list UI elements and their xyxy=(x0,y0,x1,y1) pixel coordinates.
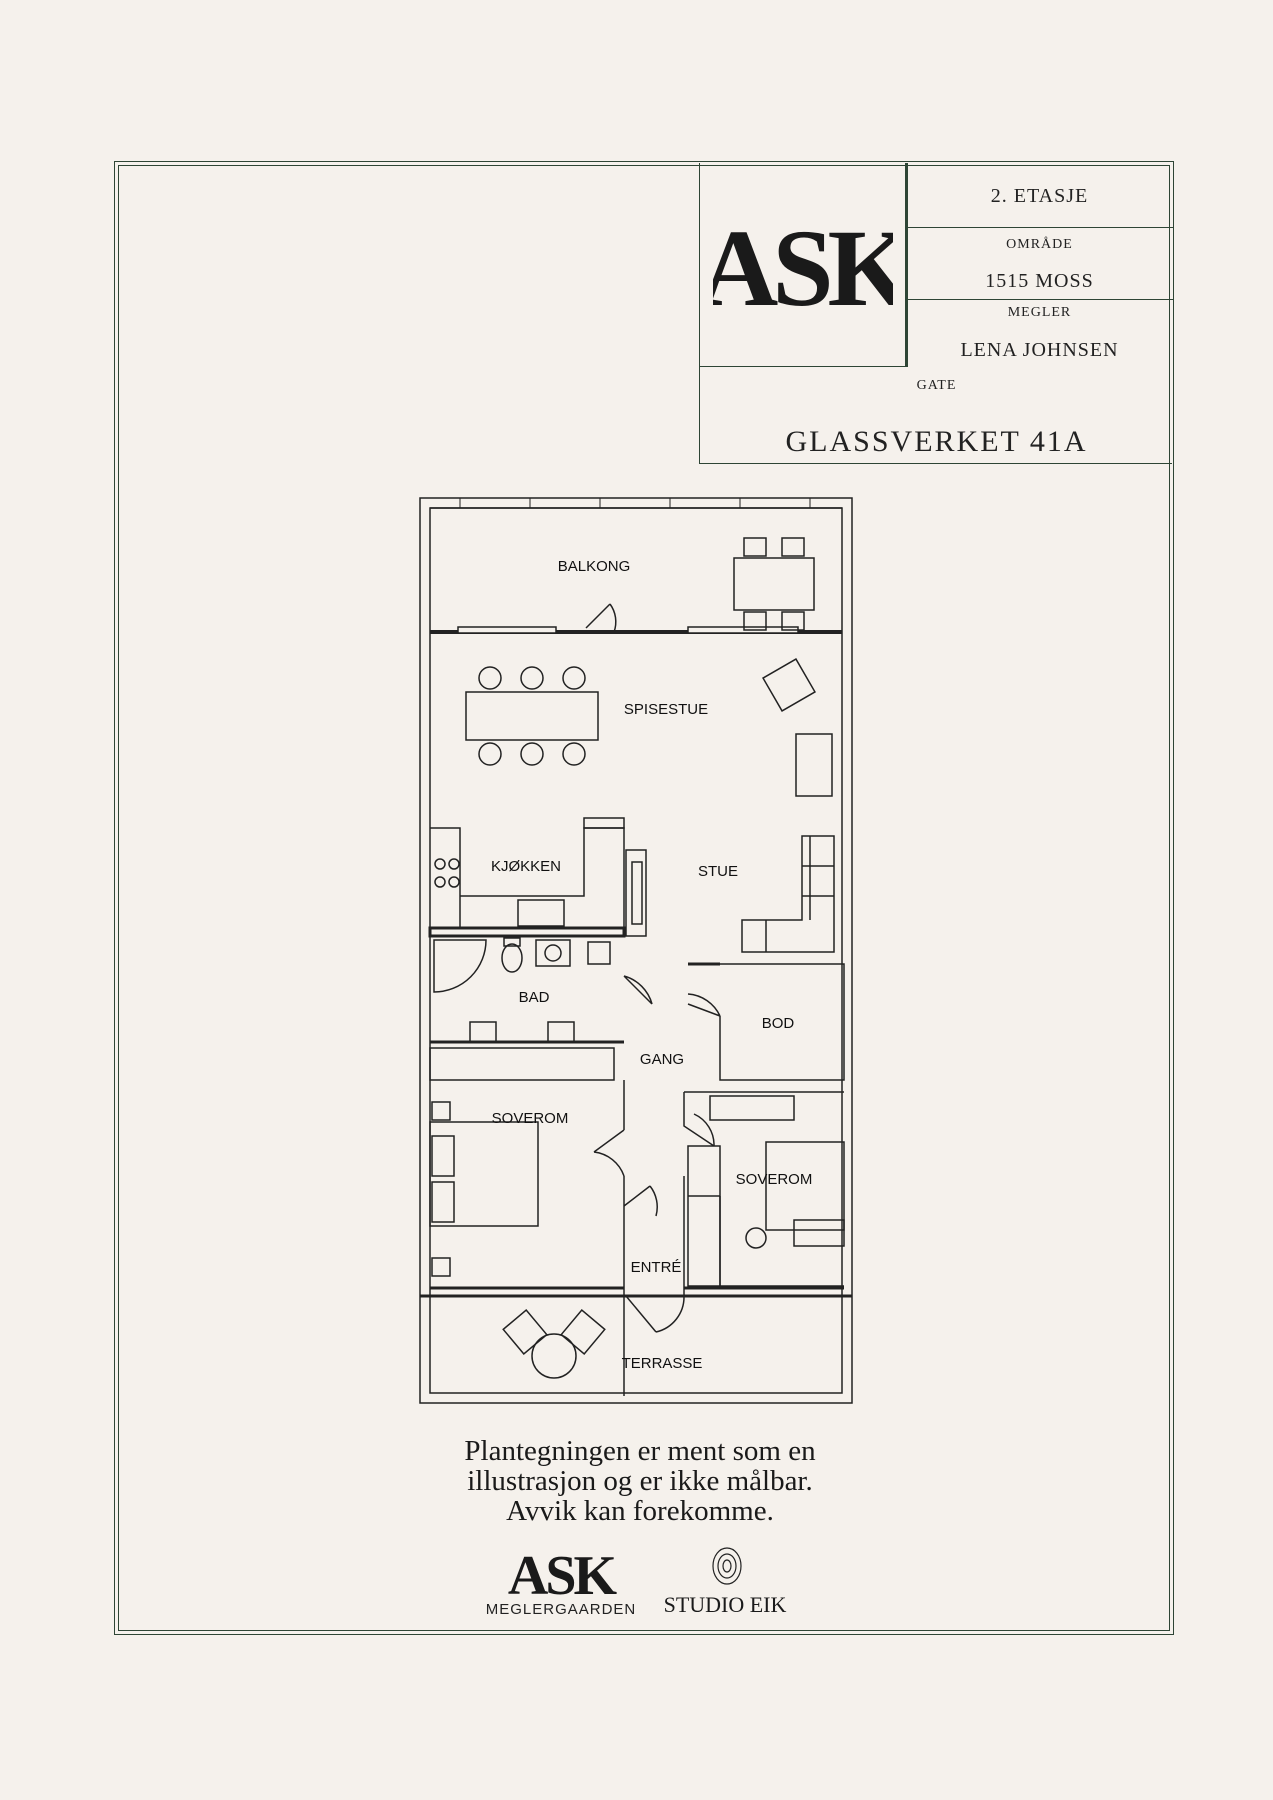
disclaimer-line-1: Plantegningen er ment som en xyxy=(464,1435,816,1467)
room-dining: SPISESTUE xyxy=(624,701,708,718)
ask-meglergaarden-logo: ASK MEGLERGAARDEN xyxy=(486,1545,636,1618)
room-bedroom-1: SOVEROM xyxy=(492,1110,569,1127)
area-label: OMRÅDE xyxy=(1006,237,1073,252)
room-living: STUE xyxy=(698,863,738,880)
floor-label: 2. ETASJE xyxy=(990,185,1089,207)
street-label: GATE xyxy=(916,378,957,393)
footer-ask-text: ASK xyxy=(508,1545,618,1607)
room-hall: GANG xyxy=(640,1051,684,1068)
street-value: GLASSVERKET 41A xyxy=(785,425,1088,458)
agent-value: LENA JOHNSEN xyxy=(960,339,1119,361)
room-bedroom-2: SOVEROM xyxy=(736,1171,813,1188)
disclaimer: Plantegningen er ment som en illustrasjo… xyxy=(380,1436,900,1526)
room-storage: BOD xyxy=(762,1015,795,1032)
room-kitchen: KJØKKEN xyxy=(491,858,561,875)
page-frame xyxy=(114,161,1174,1635)
footer-eik-text: STUDIO EIK xyxy=(664,1592,787,1617)
footer-ask-sub: MEGLERGAARDEN xyxy=(486,1601,636,1618)
room-balcony: BALKONG xyxy=(558,558,631,575)
ask-logo: ASK xyxy=(713,210,893,320)
ask-logo-cell: ASK xyxy=(700,163,906,367)
plan-outline xyxy=(419,497,853,1404)
agent-label: MEGLER xyxy=(1007,305,1072,320)
area-value: 1515 MOSS xyxy=(985,270,1094,292)
title-block: ASK 2. ETASJE OMRÅDE 1515 MOSS MEGLER LE… xyxy=(699,163,1173,464)
ask-logo-text: ASK xyxy=(713,210,893,320)
floor-plan: BALKONG SPISESTUE KJØKKEN STUE BAD BOD G… xyxy=(419,497,853,1404)
room-bath: BAD xyxy=(519,989,550,1006)
room-terrace: TERRASSE xyxy=(622,1355,703,1372)
disclaimer-line-2: illustrasjon og er ikke målbar. xyxy=(467,1465,813,1497)
fingerprint-icon xyxy=(712,1547,742,1585)
studio-eik-logo: STUDIO EIK xyxy=(664,1547,787,1617)
room-entry: ENTRÉ xyxy=(631,1259,682,1276)
disclaimer-line-3: Avvik kan forekomme. xyxy=(506,1495,774,1527)
